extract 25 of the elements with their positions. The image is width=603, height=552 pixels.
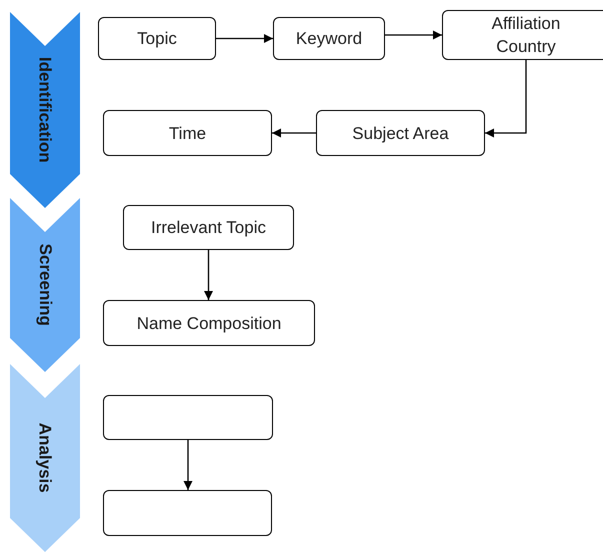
box-label: Time <box>168 122 206 144</box>
box-label: Affiliation Country <box>490 13 562 58</box>
process-box <box>316 110 485 156</box>
process-box <box>103 110 272 156</box>
box-label: Subject Area <box>352 122 449 144</box>
arrow <box>385 30 442 40</box>
stage-label: Analysis <box>34 423 56 493</box>
process-box <box>442 10 603 60</box>
arrow <box>272 128 316 138</box>
arrow <box>216 34 273 43</box>
box-label: Keyword <box>296 28 362 50</box>
arrow <box>485 60 527 138</box>
box-label: Topic <box>137 28 177 50</box>
box-label: Irrelevant Topic <box>151 217 266 239</box>
arrow <box>184 440 192 490</box>
process-box <box>123 205 294 250</box>
process-box <box>98 17 216 60</box>
stage-label: Screening <box>34 244 56 326</box>
process-box <box>273 17 385 60</box>
process-box <box>103 300 315 346</box>
process-box <box>103 395 273 440</box>
stage-label: Identification <box>34 57 56 163</box>
box-label: Name Composition <box>136 312 282 334</box>
arrow <box>204 250 213 300</box>
process-box <box>103 490 272 536</box>
